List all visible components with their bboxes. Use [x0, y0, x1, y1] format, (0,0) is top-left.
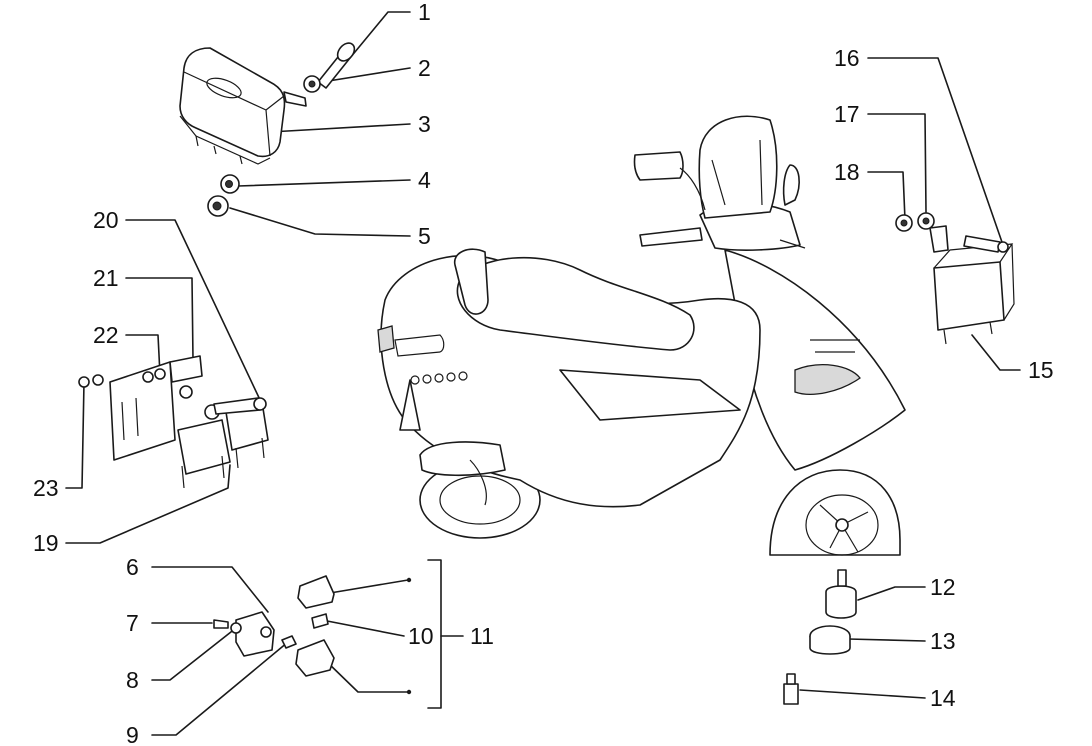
callout-17: 17	[834, 101, 860, 127]
callout-5: 5	[418, 223, 431, 249]
callout-18: 18	[834, 159, 860, 185]
callout-13: 13	[930, 628, 956, 654]
callout-15: 15	[1028, 357, 1054, 383]
part-3-regulator	[179, 47, 307, 165]
callout-19: 19	[33, 530, 59, 556]
callout-20: 20	[93, 207, 119, 233]
part-21-bracket	[109, 355, 203, 461]
callout-4: 4	[418, 167, 431, 193]
part-5-nut	[207, 195, 229, 217]
part-8-washer	[230, 622, 242, 634]
part-4-grommet	[220, 174, 240, 194]
callout-1: 1	[418, 0, 431, 25]
callout-21: 21	[93, 265, 119, 291]
part-7-screw	[213, 619, 229, 629]
callout-12: 12	[930, 574, 956, 600]
part-9-screw	[281, 635, 297, 649]
callout-23: 23	[33, 475, 59, 501]
part-17-washer	[917, 212, 935, 230]
callout-8: 8	[126, 667, 139, 693]
scooter-drawing	[377, 115, 906, 556]
leader-lines	[65, 11, 1021, 736]
part-1-screw	[317, 42, 356, 89]
part-10-fuse-cover	[295, 575, 335, 677]
callout-14: 14	[930, 685, 956, 711]
part-14-bulb	[783, 673, 799, 705]
callout-10: 10	[408, 623, 434, 649]
part-12-switch	[825, 569, 857, 619]
part-18-nut	[895, 214, 913, 232]
part-6-fuse-holder	[235, 611, 275, 657]
part-16-screw	[963, 235, 1009, 253]
part-2-washer	[303, 75, 321, 93]
callout-2: 2	[418, 55, 431, 81]
callout-22: 22	[93, 322, 119, 348]
part-13-cap	[809, 625, 851, 655]
part-23-screw	[78, 374, 104, 388]
callout-16: 16	[834, 45, 860, 71]
part-22-washer	[142, 368, 166, 383]
callout-7: 7	[126, 610, 139, 636]
callout-9: 9	[126, 722, 139, 746]
callout-labels: 1 2 3 4 5 6 7 8 9 10 11 12 13 14 15 16 1…	[33, 0, 1054, 746]
part-15-relay	[929, 225, 1015, 345]
callout-11: 11	[470, 623, 494, 649]
callout-6: 6	[126, 554, 139, 580]
part-19-relay	[177, 401, 269, 489]
part-20-screw	[213, 397, 267, 415]
callout-3: 3	[418, 111, 431, 137]
